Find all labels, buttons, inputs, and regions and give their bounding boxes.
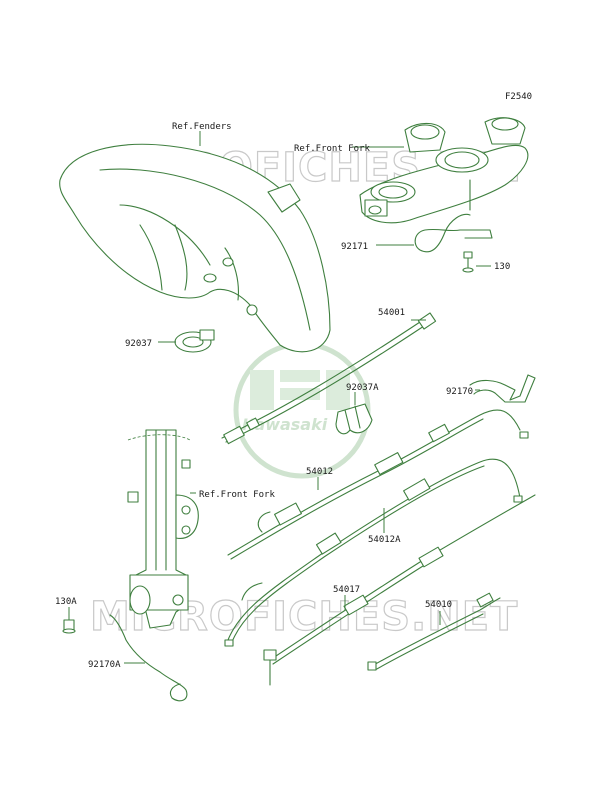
label-ref-fenders: Ref.Fenders — [172, 122, 232, 132]
bolt-130 — [462, 251, 474, 273]
label-ref-front-fork-mid: Ref.Front Fork — [199, 490, 275, 500]
speedometer-cable-54001 — [221, 312, 437, 445]
logo-text: Kawasaki — [242, 415, 328, 434]
front-fender — [59, 143, 331, 353]
clamp-92170 — [469, 374, 536, 403]
label-92037A: 92037A — [346, 383, 379, 393]
label-54012A: 54012A — [368, 535, 401, 545]
front-fork-lower — [127, 429, 199, 629]
label-130A: 130A — [55, 597, 77, 607]
clutch-cable-54010 — [367, 592, 501, 671]
label-92170A: 92170A — [88, 660, 121, 670]
clamp-92170A — [109, 614, 188, 702]
label-54010: 54010 — [425, 600, 452, 610]
label-92170: 92170 — [446, 387, 473, 397]
figure-code: F2540 — [505, 92, 532, 102]
label-130: 130 — [494, 262, 510, 272]
clip-92171 — [414, 213, 493, 253]
leader-lines — [68, 131, 491, 664]
choke-cable-54017 — [263, 494, 536, 686]
label-54017: 54017 — [333, 585, 360, 595]
holder-92037A — [335, 403, 373, 435]
label-ref-front-fork-top: Ref.Front Fork — [294, 144, 370, 154]
callout-labels: Ref.Fenders Ref.Front Fork 92171 130 540… — [55, 122, 510, 670]
grommet-92037 — [174, 329, 215, 353]
bolt-130A — [62, 619, 76, 634]
label-54001: 54001 — [378, 308, 405, 318]
label-92171: 92171 — [341, 242, 368, 252]
label-92037: 92037 — [125, 339, 152, 349]
throttle-cable-54012A — [224, 458, 523, 647]
throttle-cable-54012 — [227, 409, 529, 560]
upper-triple-clamp — [359, 117, 529, 224]
label-54012: 54012 — [306, 467, 333, 477]
